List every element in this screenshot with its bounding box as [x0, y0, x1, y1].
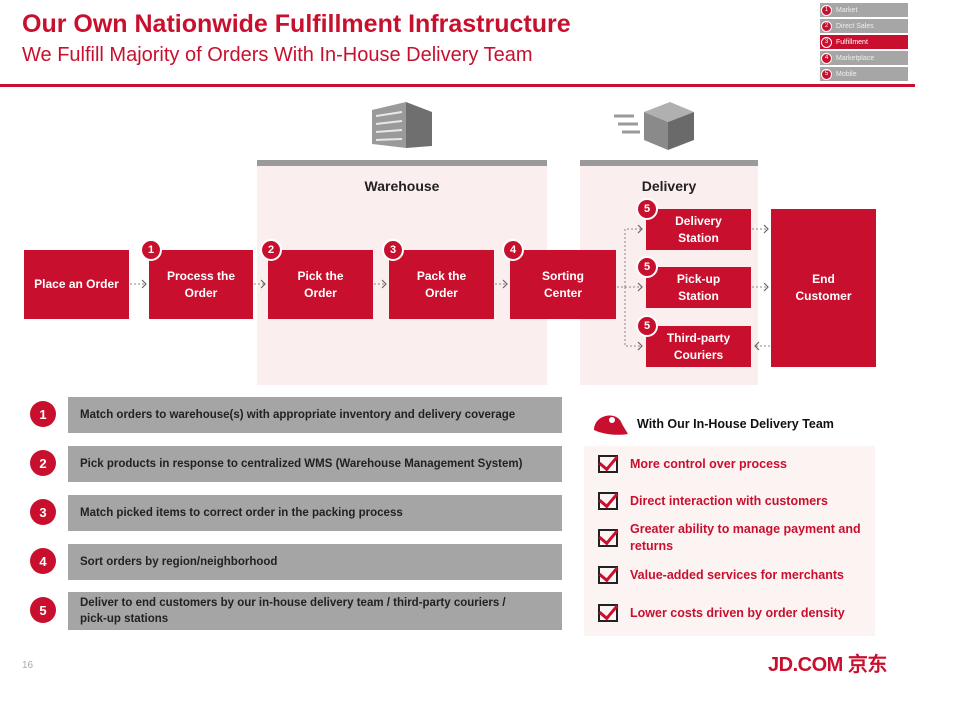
benefits-heading: With Our In-House Delivery Team — [637, 417, 834, 431]
delivery-station-box: Delivery Station — [646, 209, 751, 250]
sorting-center-box: Sorting Center — [510, 250, 616, 319]
benefit-item: Value-added services for merchants — [598, 566, 844, 584]
end-customer-box: End Customer — [771, 209, 876, 367]
page-subtitle: We Fulfill Majority of Orders With In-Ho… — [22, 44, 533, 66]
step-number: 1 — [30, 401, 56, 427]
benefit-text: Direct interaction with customers — [630, 493, 828, 508]
delivery-box-icon — [614, 102, 694, 150]
benefit-text: Greater ability to manage payment and re… — [630, 522, 861, 553]
delivery-label: Delivery — [641, 178, 697, 194]
warehouse-building-icon — [372, 102, 432, 148]
pack-order-box: Pack the Order — [389, 250, 494, 319]
checkbox-checked-icon — [598, 455, 618, 473]
benefit-item: More control over process — [598, 455, 787, 473]
step-number: 2 — [30, 450, 56, 476]
step-badge: 5 — [636, 256, 658, 278]
checkbox-checked-icon — [598, 566, 618, 584]
place-order-box: Place an Order — [24, 250, 129, 319]
jd-logo: JD.COM 京东 — [768, 654, 887, 676]
nav-number: 3 — [821, 36, 832, 48]
nav-item-direct-sales[interactable]: 2 Direct Sales — [820, 19, 908, 33]
page-title: Our Own Nationwide Fulfillment Infrastru… — [22, 10, 571, 38]
step-description: Sort orders by region/neighborhood — [68, 544, 562, 580]
nav-number: 4 — [821, 52, 832, 64]
nav-item-fulfillment[interactable]: 3 Fulfillment — [820, 35, 908, 49]
benefit-item: Greater ability to manage payment and re… — [598, 521, 868, 555]
nav-label: Fulfillment — [836, 38, 868, 46]
nav-item-mobile[interactable]: 5 Mobile — [820, 67, 908, 81]
flow-arrows — [130, 224, 770, 351]
nav-label: Direct Sales — [836, 22, 874, 30]
benefits-panel — [584, 446, 875, 636]
pick-order-box: Pick the Order — [268, 250, 373, 319]
warehouse-label: Warehouse — [364, 178, 440, 194]
nav-label: Marketplace — [836, 54, 875, 62]
step-badge: 5 — [636, 315, 658, 337]
nav-item-marketplace[interactable]: 4 Marketplace — [820, 51, 908, 65]
step-number: 5 — [30, 597, 56, 623]
step-badge: 2 — [260, 239, 282, 261]
step-badge: 1 — [140, 239, 162, 261]
third-party-couriers-box: Third-party Couriers — [646, 326, 751, 367]
benefit-text: Lower costs driven by order density — [630, 605, 845, 620]
checkbox-checked-icon — [598, 492, 618, 510]
nav-item-market[interactable]: 1 Market — [820, 3, 908, 17]
step-number: 4 — [30, 548, 56, 574]
benefit-text: More control over process — [630, 456, 787, 471]
checkbox-checked-icon — [598, 604, 618, 622]
step-description: Pick products in response to centralized… — [68, 446, 562, 482]
step-badge: 3 — [382, 239, 404, 261]
benefit-item: Direct interaction with customers — [598, 492, 828, 510]
step-badge: 4 — [502, 239, 524, 261]
step-description: Match picked items to correct order in t… — [68, 495, 562, 531]
benefit-text: Value-added services for merchants — [630, 567, 844, 582]
step-number: 3 — [30, 499, 56, 525]
step-description: Match orders to warehouse(s) with approp… — [68, 397, 562, 433]
delivery-cap-icon — [594, 415, 628, 435]
nav-label: Market — [836, 6, 858, 14]
nav-label: Mobile — [836, 70, 857, 78]
pickup-station-box: Pick-up Station — [646, 267, 751, 308]
benefit-item: Lower costs driven by order density — [598, 604, 845, 622]
step-badge: 5 — [636, 198, 658, 220]
page-number: 16 — [22, 660, 34, 671]
section-nav: 1 Market 2 Direct Sales 3 Fulfillment 4 Mark… — [820, 3, 908, 83]
checkbox-checked-icon — [598, 528, 618, 547]
process-order-box: Process the Order — [149, 250, 253, 319]
step-description: Deliver to end customers by our in-house… — [68, 592, 562, 630]
nav-number: 5 — [821, 68, 832, 80]
nav-number: 1 — [821, 4, 832, 16]
nav-number: 2 — [821, 20, 832, 32]
title-divider — [0, 84, 915, 87]
